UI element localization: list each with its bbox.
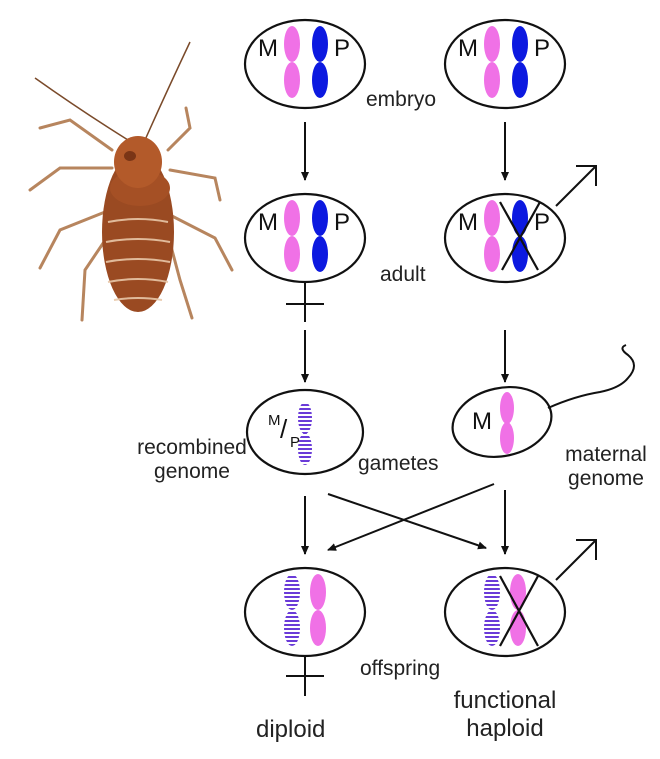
recombined-m-letter: M (268, 412, 281, 429)
recombined-slash: / (280, 414, 287, 445)
label-recombined-line1: recombined (132, 436, 252, 460)
maternal-letter: M (458, 37, 478, 61)
offspring-diploid-cell (245, 568, 365, 656)
label-offspring: offspring (360, 657, 440, 681)
male-symbol-icon (556, 540, 596, 580)
insect-illustration (30, 42, 232, 320)
maternal-letter: M (472, 410, 492, 434)
paternal-letter: P (534, 37, 550, 61)
adult-male-cell (445, 194, 565, 282)
label-embryo: embryo (366, 88, 436, 112)
label-recombined-line2: genome (132, 460, 252, 484)
label-gametes: gametes (358, 452, 439, 476)
maternal-letter: M (258, 211, 278, 235)
embryo-male-cell (445, 20, 565, 108)
maternal-letter: M (258, 37, 278, 61)
arrow-cross-right-to-left (328, 484, 494, 550)
recombined-p-letter: P (290, 434, 300, 451)
gamete-sperm-cell (446, 378, 558, 465)
maternal-letter: M (458, 211, 478, 235)
offspring-haploid-cell (445, 568, 565, 656)
female-symbol-icon (286, 282, 324, 322)
label-maternal-line1: maternal (556, 443, 656, 467)
paternal-letter: P (534, 211, 550, 235)
label-maternal-line2: genome (556, 467, 656, 491)
label-functional-haploid: functional haploid (440, 687, 570, 742)
embryo-female-cell (245, 20, 365, 108)
paternal-letter: P (334, 37, 350, 61)
sperm-tail-icon (548, 345, 634, 408)
label-haploid: haploid (440, 715, 570, 743)
paternal-letter: P (334, 211, 350, 235)
label-maternal-genome: maternal genome (556, 443, 656, 491)
label-functional: functional (440, 687, 570, 715)
label-diploid: diploid (256, 716, 325, 744)
label-adult: adult (380, 263, 426, 287)
male-symbol-icon (556, 166, 596, 206)
label-recombined-genome: recombined genome (132, 436, 252, 484)
adult-female-cell (245, 194, 365, 282)
female-symbol-icon (286, 656, 324, 696)
